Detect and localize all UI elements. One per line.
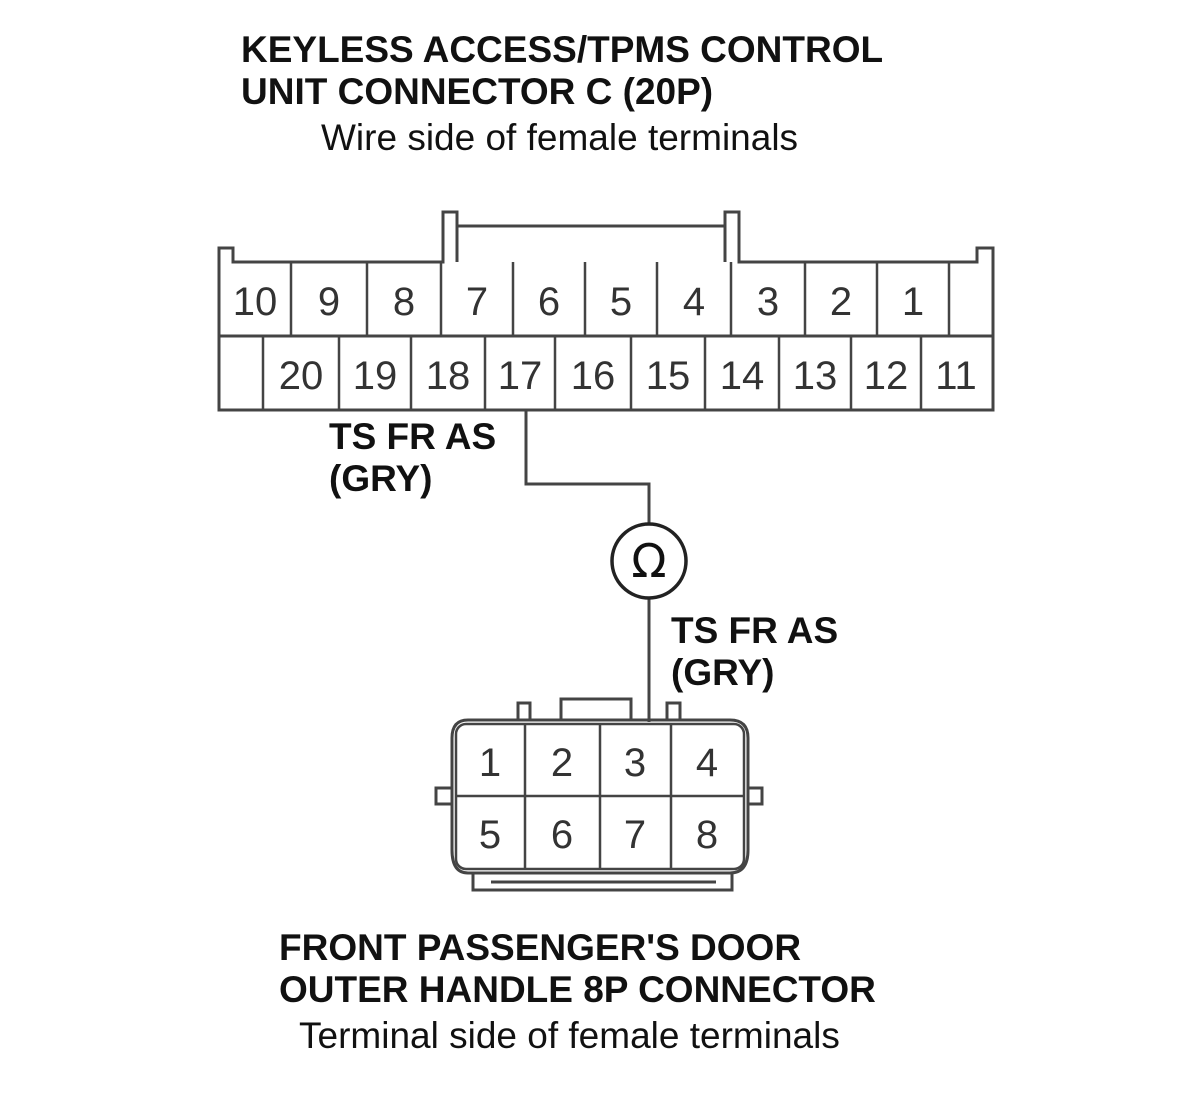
bottom-connector-housing [450, 718, 750, 875]
bottom-connector-title-line2: OUTER HANDLE 8P CONNECTOR [279, 969, 876, 1010]
pin-label: 13 [793, 354, 838, 398]
wire-top-label-line1: TS FR AS [329, 416, 497, 457]
ohm-symbol: Ω [631, 534, 666, 588]
pin-label: 11 [935, 354, 977, 398]
pin-label: 7 [466, 280, 488, 324]
wire-top-label-line2: (GRY) [329, 458, 433, 499]
pin-label: 1 [902, 280, 924, 324]
pin-label: 12 [864, 354, 909, 398]
pin-label: 3 [624, 741, 646, 785]
pin-label: 8 [696, 813, 718, 857]
wire-bottom-label-line2: (GRY) [671, 652, 775, 693]
top-connector-row2-dividers [261, 336, 923, 410]
bottom-connector-title-line1: FRONT PASSENGER'S DOOR [279, 927, 802, 968]
pin-label: 3 [757, 280, 779, 324]
pin-label: 15 [646, 354, 691, 398]
bottom-connector-side-left [434, 786, 452, 806]
bottom-connector-tab-right [665, 701, 682, 720]
ohmmeter-icon [610, 522, 688, 600]
pin-label: 10 [233, 280, 278, 324]
pin-label: 14 [720, 354, 765, 398]
pin-label: 17 [498, 354, 543, 398]
pin-label: 8 [393, 280, 415, 324]
top-connector-subtitle: Wire side of female terminals [321, 117, 799, 158]
top-connector-title-line1: KEYLESS ACCESS/TPMS CONTROL [241, 29, 884, 70]
bottom-connector-subtitle: Terminal side of female terminals [299, 1015, 840, 1056]
pin-label: 6 [551, 813, 573, 857]
bottom-connector-side-right [748, 786, 764, 806]
pin-label: 4 [696, 741, 718, 785]
pin-label: 7 [624, 813, 646, 857]
wire-bottom-label-line1: TS FR AS [671, 610, 839, 651]
pin-label: 9 [318, 280, 340, 324]
pin-label: 19 [353, 354, 398, 398]
pin-label: 6 [538, 280, 560, 324]
top-connector-title-line2: UNIT CONNECTOR C (20P) [241, 71, 714, 112]
test-wire [524, 410, 651, 722]
pin-label: 2 [830, 280, 852, 324]
top-connector-row1-dividers [289, 262, 951, 336]
bottom-connector-rail [471, 873, 734, 892]
pin-label: 4 [683, 280, 705, 324]
pin-label: 18 [426, 354, 471, 398]
pin-label: 2 [551, 741, 573, 785]
pin-label: 5 [479, 813, 501, 857]
bottom-connector-tab-left [516, 701, 532, 720]
bottom-connector-lock [559, 697, 633, 720]
pin-label: 1 [479, 741, 501, 785]
pin-label: 5 [610, 280, 632, 324]
bottom-connector-cells [454, 722, 746, 871]
pin-label: 16 [571, 354, 616, 398]
pin-label: 20 [279, 354, 324, 398]
